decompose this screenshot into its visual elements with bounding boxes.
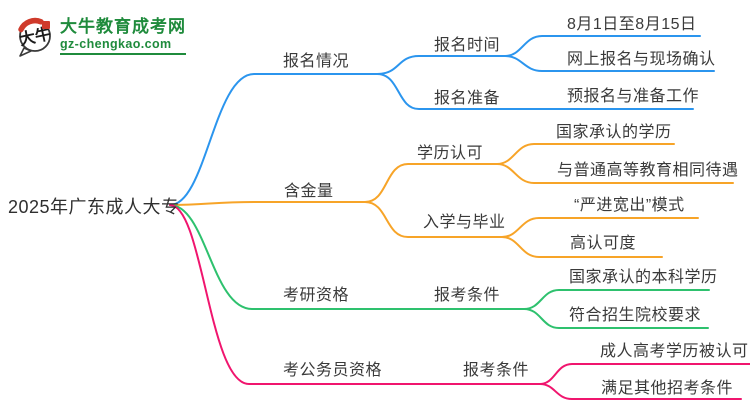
leaf-signup-dates: 8月1日至8月15日: [567, 16, 697, 33]
node-admission-graduation: 入学与毕业: [423, 214, 506, 231]
branch4-leaf2-line: [539, 383, 742, 400]
leaf-online-signup-confirm: 网上报名与现场确认: [567, 51, 716, 68]
node-postgrad-requirements: 报考条件: [434, 287, 501, 304]
leaf-recognized-bachelor: 国家承认的本科学历: [569, 269, 718, 286]
leaf-high-recognition: 高认可度: [570, 235, 637, 252]
node-signup-prep: 报名准备: [434, 90, 501, 107]
branch1-leaf2-line: [504, 55, 715, 72]
site-logo: 大牛 大牛教育成考网 gz-chengkao.com: [14, 14, 186, 58]
node-signup-time: 报名时间: [434, 37, 501, 54]
branch2-leaf1-line: [496, 143, 675, 165]
branch2-child2-line: [364, 201, 503, 238]
leaf-same-treatment: 与普通高等教育相同待遇: [557, 162, 739, 179]
node-civil-service-requirements: 报考条件: [463, 362, 530, 379]
branch3-leaf1-line: [523, 289, 710, 310]
node-degree-recognition: 学历认可: [417, 145, 484, 162]
branch3-trunk-line: [169, 204, 525, 310]
leaf-meet-other-requirements: 满足其他招考条件: [601, 380, 734, 397]
node-civil-service-eligibility: 考公务员资格: [283, 362, 383, 379]
leaf-meet-school-requirements: 符合招生院校要求: [569, 307, 702, 324]
leaf-strict-in-lenient-out: “严进宽出”模式: [574, 197, 685, 214]
root-node-label: 2025年广东成人大专: [8, 197, 180, 217]
node-postgrad-eligibility: 考研资格: [283, 287, 350, 304]
logo-domain: gz-chengkao.com: [60, 37, 186, 55]
branch1-child1-line: [376, 55, 506, 75]
branch2-leaf4-line: [501, 236, 663, 258]
leaf-state-recognized-degree: 国家承认的学历: [556, 124, 672, 141]
branch2-leaf3-line: [501, 217, 699, 238]
logo-bubble-icon: 大牛: [17, 17, 53, 57]
leaf-adult-gaokao-recognized: 成人高考学历被认可: [600, 343, 749, 360]
branch1-leaf1-line: [504, 35, 701, 57]
branch4-trunk-line: [169, 204, 541, 385]
branch1-child2-line: [376, 73, 694, 110]
leaf-pre-signup-prep: 预报名与准备工作: [567, 88, 700, 105]
node-value: 含金量: [284, 183, 334, 200]
branch2-trunk-line: [169, 201, 366, 206]
branch2-child1-line: [364, 163, 498, 203]
logo-title: 大牛教育成考网: [60, 17, 186, 36]
branch3-leaf2-line: [523, 308, 709, 329]
branch1-trunk-line: [169, 73, 378, 206]
branch4-leaf1-line: [539, 363, 750, 385]
node-signup-status: 报名情况: [283, 53, 350, 70]
branch2-leaf2-line: [496, 163, 734, 184]
